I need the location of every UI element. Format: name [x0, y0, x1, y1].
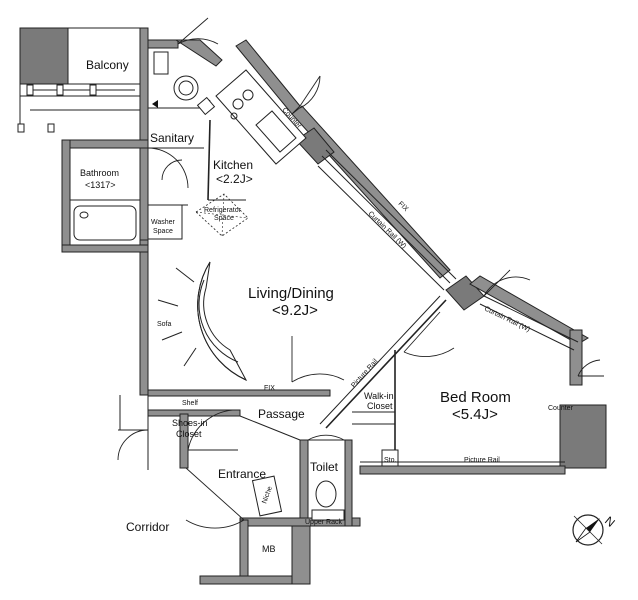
label-entrance: Entrance	[218, 467, 266, 481]
label-corridor: Corridor	[126, 520, 169, 534]
label-shoes-closet: Closet	[176, 429, 202, 439]
small-cabinet	[153, 51, 169, 75]
label-shelf: Shelf	[182, 400, 198, 407]
sanitary-fixtures	[147, 51, 204, 240]
label-kitchen-size: <2.2J>	[216, 172, 253, 186]
label-refrigerator-space: Space	[214, 215, 234, 222]
label-sofa: Sofa	[157, 321, 172, 328]
label-passage: Passage	[258, 407, 305, 421]
meter-box	[247, 525, 293, 577]
label-shoes: Shoes-in	[172, 418, 208, 428]
kitchen-sink	[255, 110, 297, 153]
label-refrigerator: Refrigerator	[204, 207, 242, 214]
bathtub	[73, 205, 137, 241]
stove-burner	[242, 89, 254, 101]
label-walkin-closet: Closet	[367, 401, 393, 411]
balcony-area	[17, 27, 141, 133]
label-washer: Washer	[151, 219, 176, 226]
label-bathroom: Bathroom	[80, 168, 119, 178]
label-balcony: Balcony	[86, 58, 129, 72]
stove-burner	[232, 98, 244, 110]
label-mb: MB	[262, 544, 276, 554]
label-washer-space: Space	[153, 228, 173, 235]
balcony-block	[19, 27, 69, 85]
label-bedroom: Bed Room	[440, 389, 511, 406]
label-fix-top: FIX	[397, 200, 410, 213]
label-walkin: Walk-in	[364, 391, 394, 401]
sink-basin	[173, 75, 199, 101]
sofa	[157, 261, 248, 382]
arrow-icon	[152, 100, 158, 108]
label-living-size: <9.2J>	[272, 302, 318, 319]
kitchen-fixtures	[195, 69, 307, 237]
compass-north-label: N	[602, 514, 618, 530]
outer-walls	[61, 27, 607, 585]
label-kitchen: Kitchen	[213, 158, 253, 172]
doors	[117, 17, 604, 529]
pillar-bedroom	[559, 404, 607, 469]
label-counter-right: Counter	[548, 405, 574, 412]
label-toilet: Toilet	[310, 460, 339, 474]
compass-icon: N	[572, 514, 618, 546]
toilet-bowl	[315, 480, 337, 508]
window-rails	[317, 149, 579, 351]
label-sto: Sto.	[384, 457, 397, 464]
label-fix-passage: FIX	[264, 385, 275, 392]
label-sanitary: Sanitary	[150, 131, 194, 145]
label-picture-rail-bottom: Picture Rail	[464, 457, 500, 464]
interior-walls	[239, 295, 565, 521]
label-bathroom-size: <1317>	[85, 180, 116, 190]
bathroom-fixtures	[69, 199, 141, 246]
label-picture-rail-diag: Picture Rail	[350, 358, 379, 390]
label-living: Living/Dining	[248, 285, 334, 302]
labels: Balcony Sanitary Bathroom <1317> Washer …	[80, 58, 574, 554]
label-bedroom-size: <5.4J>	[452, 406, 498, 423]
label-upper-rack: Upper Rack	[305, 519, 342, 526]
